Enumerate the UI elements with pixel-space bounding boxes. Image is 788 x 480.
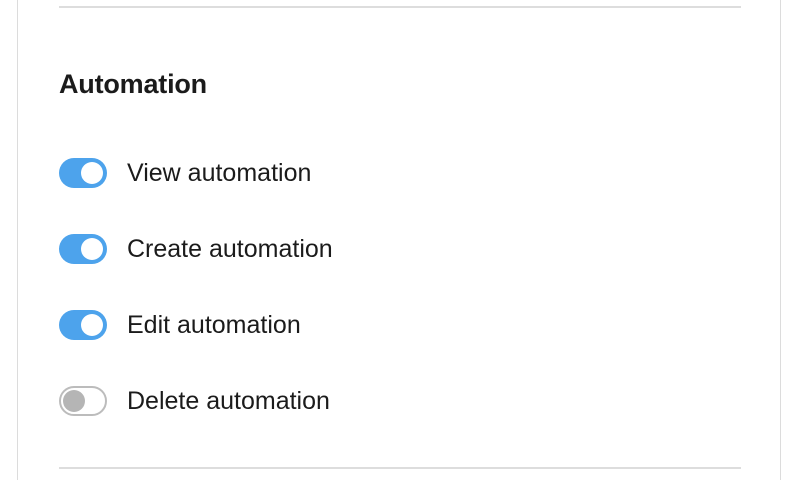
toggle-knob-icon [81,162,103,184]
toggle-knob-icon [81,238,103,260]
permission-label-view-automation: View automation [127,159,312,187]
permission-row-create-automation: Create automation [59,234,719,264]
toggle-create-automation[interactable] [59,234,107,264]
section-title: Automation [59,69,207,99]
permission-row-edit-automation: Edit automation [59,310,719,340]
permission-label-edit-automation: Edit automation [127,311,301,339]
panel-left-border [17,0,18,480]
toggle-knob-icon [63,390,85,412]
permission-row-delete-automation: Delete automation [59,386,719,416]
toggle-view-automation[interactable] [59,158,107,188]
permission-list: View automation Create automation Edit a… [59,158,719,416]
permission-label-delete-automation: Delete automation [127,387,330,415]
section-divider-top [59,6,741,8]
toggle-edit-automation[interactable] [59,310,107,340]
panel-right-border [780,0,781,480]
section-divider-bottom [59,467,741,469]
permission-row-view-automation: View automation [59,158,719,188]
toggle-delete-automation[interactable] [59,386,107,416]
permission-label-create-automation: Create automation [127,235,333,263]
toggle-knob-icon [81,314,103,336]
